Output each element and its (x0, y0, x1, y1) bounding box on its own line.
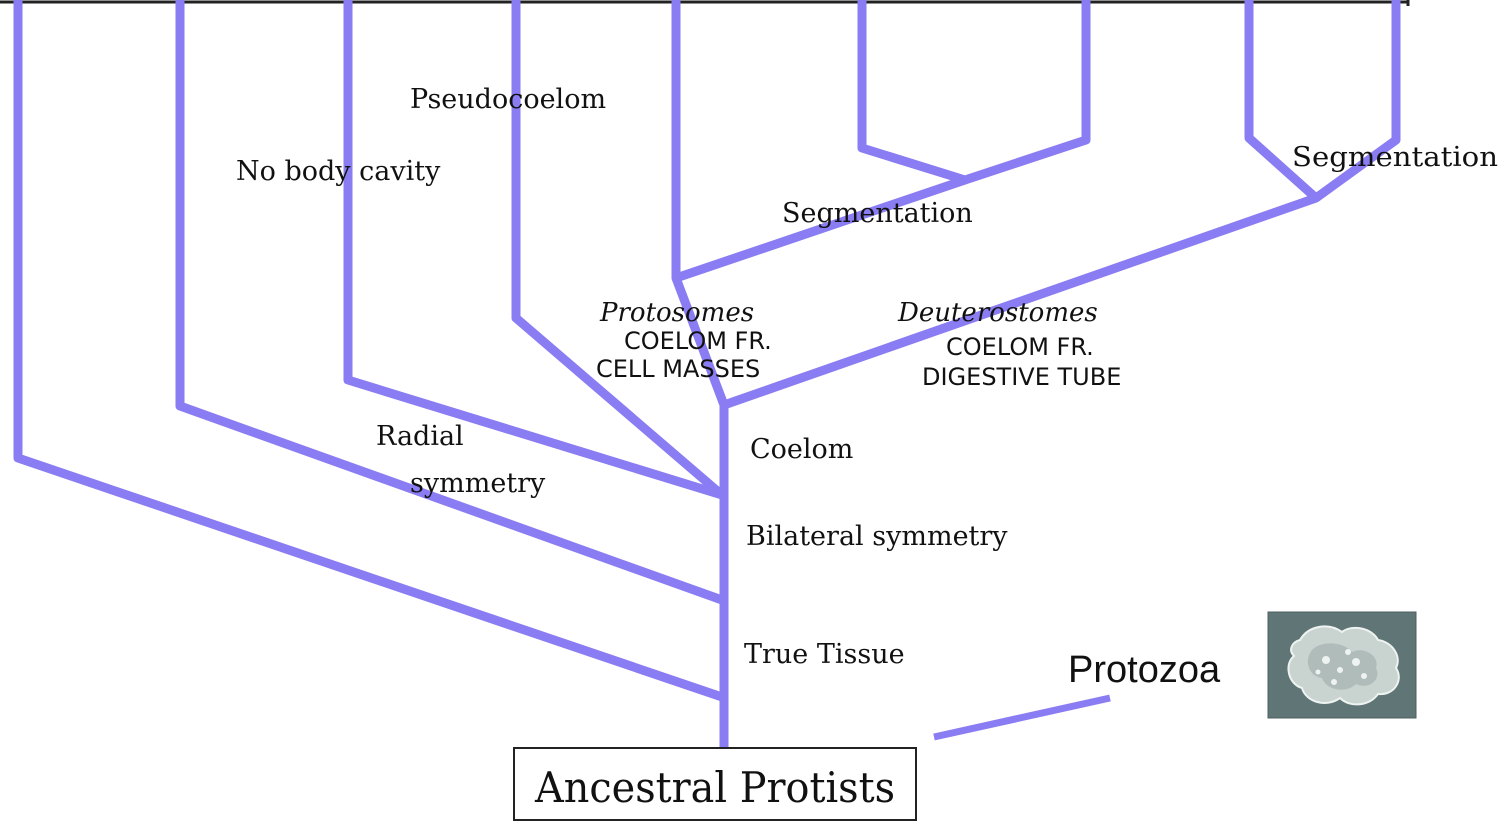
branch-molluscs-annelids-fork (862, 0, 1086, 180)
label-bilateral-symmetry: Bilateral symmetry (746, 521, 1008, 552)
branch-roundworms (516, 0, 722, 495)
label-segmentation-mid: Segmentation (782, 198, 973, 229)
branch-sponges (18, 0, 722, 697)
label-deuterostomes: Deuterostomes (897, 298, 1098, 328)
amoeba-photo-icon (1268, 612, 1416, 718)
label-ancestral-protists: Ancestral Protists (534, 763, 895, 812)
label-radial-line2: symmetry (410, 468, 546, 499)
protozoa-connector (934, 698, 1110, 737)
label-protostomes-cells: CELL MASSES (596, 355, 760, 383)
label-radial-line1: Radial (376, 421, 464, 452)
label-pseudocoelom: Pseudocoelom (410, 84, 606, 115)
label-deuterostomes-coelom: COELOM FR. (946, 333, 1094, 361)
label-deuterostomes-tube: DIGESTIVE TUBE (922, 363, 1121, 391)
branch-protostome-link (676, 180, 965, 278)
root-box: Ancestral Protists (514, 748, 916, 820)
label-true-tissue: True Tissue (744, 639, 905, 670)
label-coelom: Coelom (750, 434, 853, 465)
top-frame (0, 0, 1408, 6)
label-segmentation-right: Segmentation (1292, 142, 1498, 173)
label-protozoa: Protozoa (1068, 649, 1221, 691)
label-no-body-cavity: No body cavity (236, 156, 441, 187)
label-protostomes-coelom: COELOM FR. (624, 327, 772, 355)
label-protostomes: Protosomes (599, 298, 754, 328)
